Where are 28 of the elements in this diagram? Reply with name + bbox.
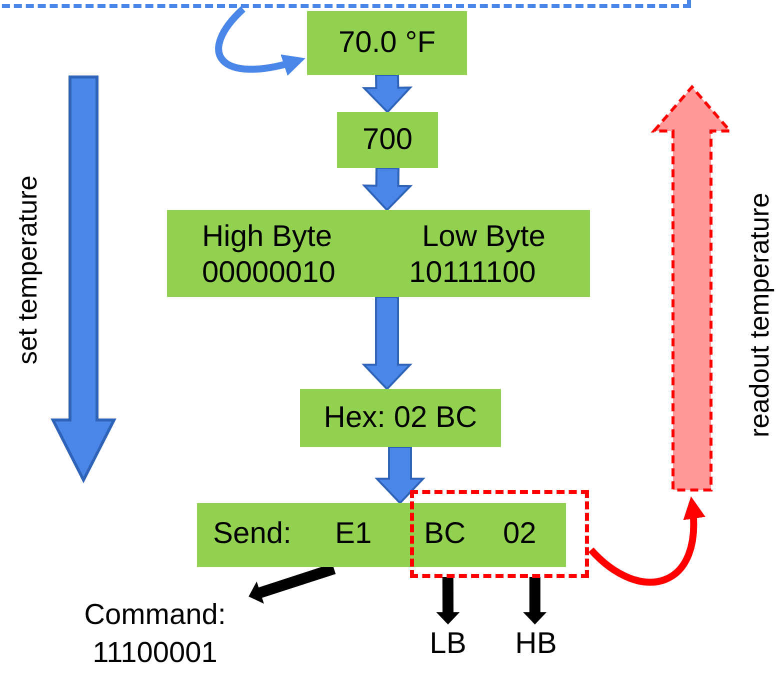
value-box: 70.0 °F: [307, 11, 467, 75]
arrow: [362, 74, 413, 114]
side-label: readout temperature: [744, 192, 776, 438]
value-box: Hex: 02 BC: [300, 389, 501, 447]
block-arrow: [652, 85, 732, 492]
arrow: [374, 446, 426, 504]
binary-value: 10111100: [409, 256, 536, 290]
heading: High Byte: [202, 220, 332, 254]
value-box: [197, 503, 566, 567]
send-label: Send:: [213, 517, 292, 551]
binary-value: 00000010: [202, 256, 336, 290]
heading: Low Byte: [422, 220, 546, 254]
side-label: set temperature: [12, 175, 44, 365]
hex-value: 02: [503, 517, 536, 551]
value-box: [167, 210, 590, 297]
hex-value: BC: [424, 517, 466, 551]
arrow: [362, 296, 412, 390]
text-label: HB: [508, 625, 564, 663]
value-box: 700: [337, 112, 438, 168]
arrow: [588, 496, 704, 586]
arrow: [362, 166, 413, 212]
arrow: [523, 577, 547, 624]
arrow: [215, 6, 306, 76]
dashed-frame: [410, 490, 589, 578]
text-label: Command: 11100001: [55, 595, 255, 673]
arrow: [436, 577, 460, 624]
text-label: LB: [425, 625, 471, 663]
hex-value: E1: [335, 517, 372, 551]
